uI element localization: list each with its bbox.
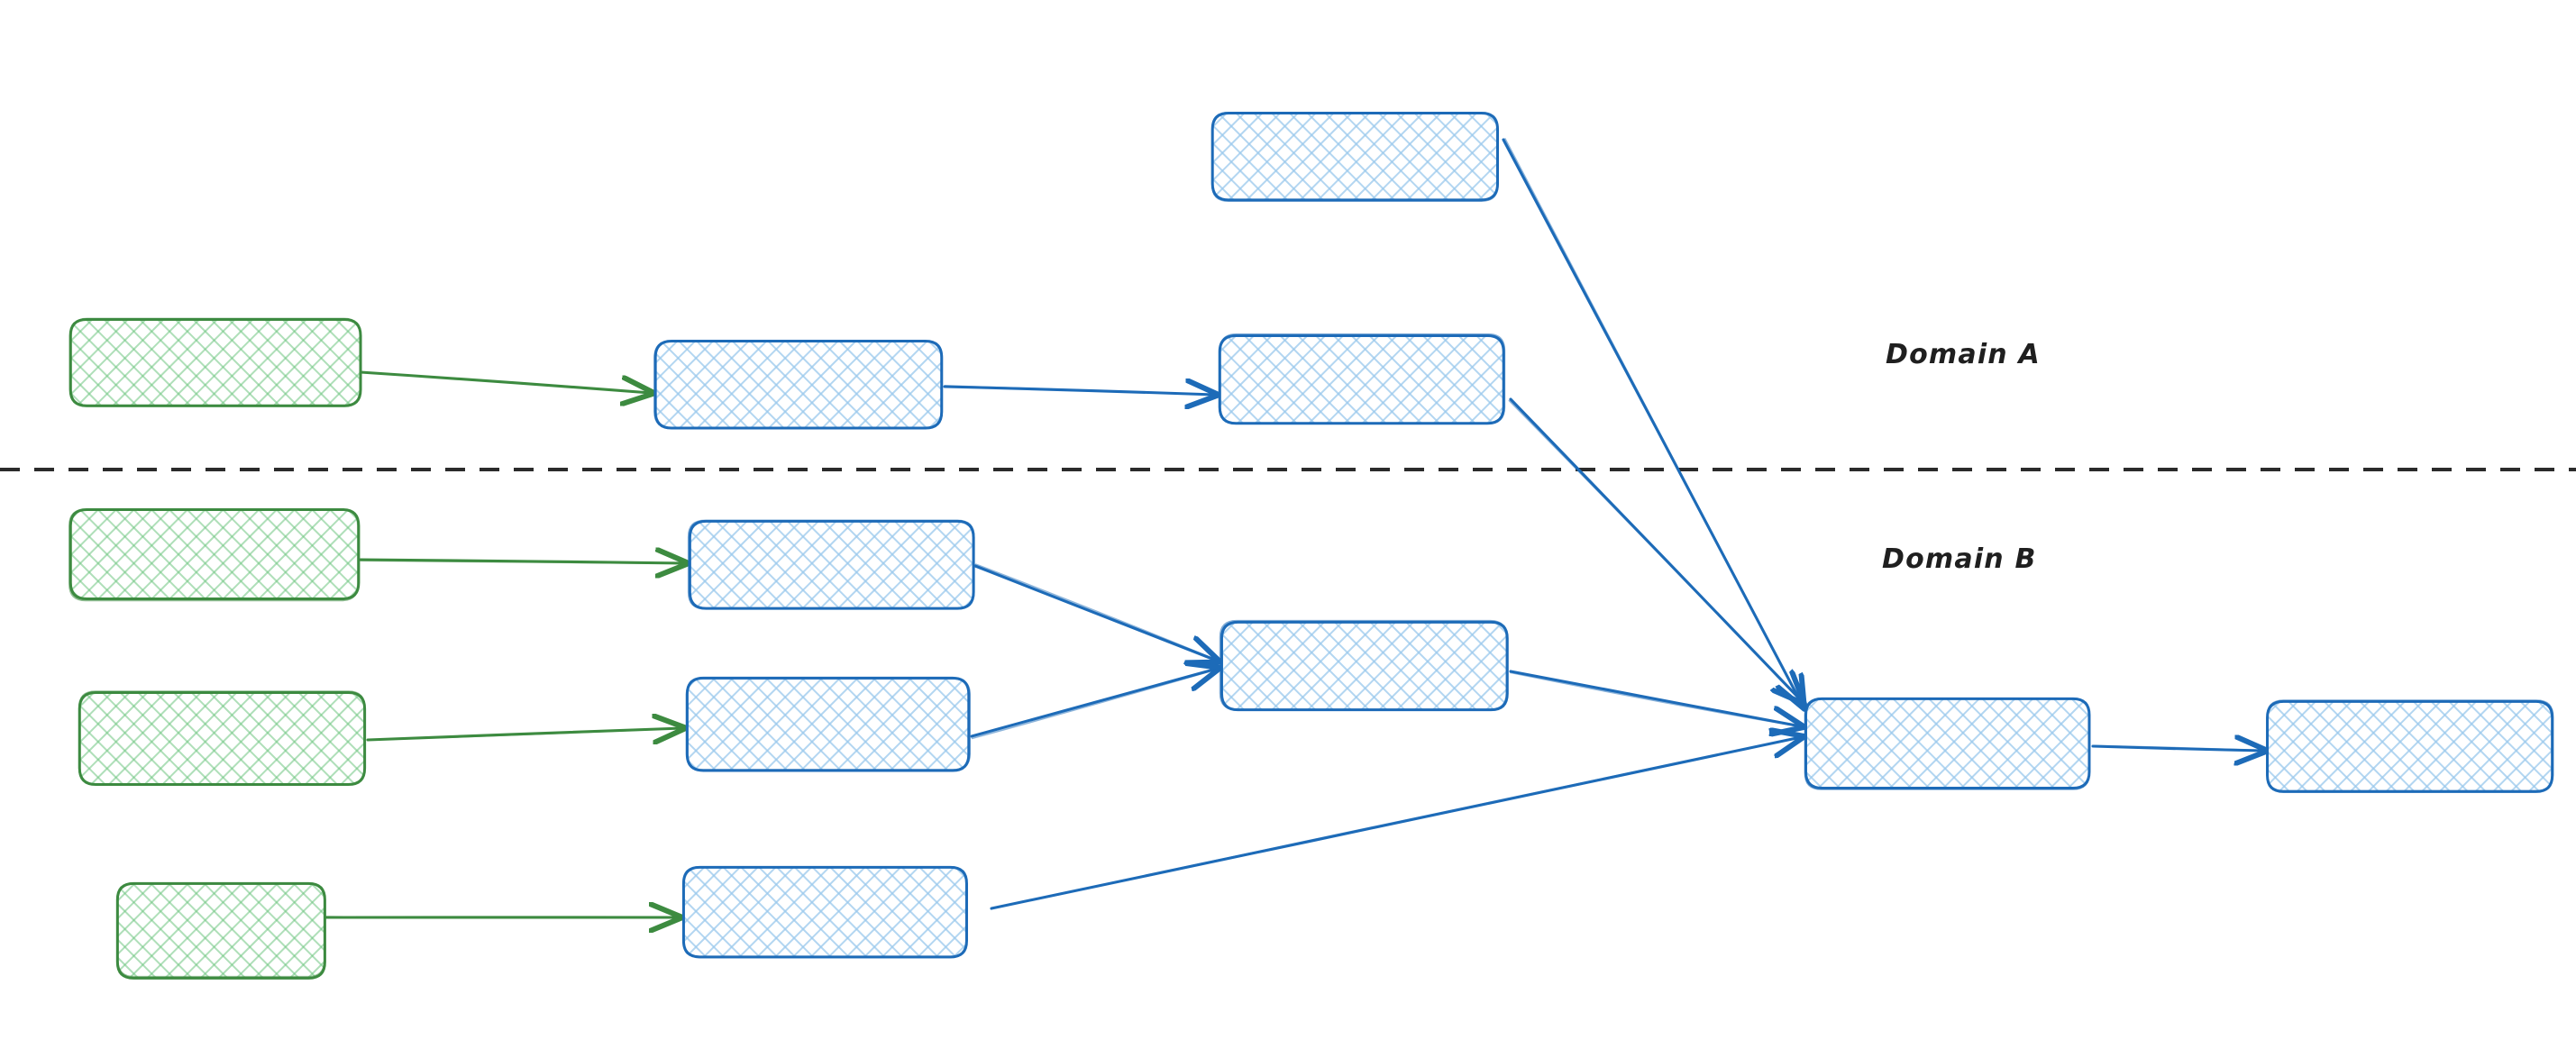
edge-e5 <box>359 560 686 565</box>
node-outline <box>1210 111 1499 202</box>
node-fill <box>1220 622 1507 710</box>
node-outline <box>116 882 326 978</box>
node-outline <box>685 678 972 771</box>
node-outline <box>1219 333 1506 424</box>
node-n-a-mid-1[interactable] <box>653 340 944 430</box>
edge-line-echo <box>360 560 686 565</box>
node-fill <box>1804 698 2090 789</box>
edge-line-echo <box>360 371 652 394</box>
node-outline <box>682 865 967 959</box>
edge-e1 <box>359 370 652 394</box>
node-n-b-hub[interactable] <box>1804 697 2091 790</box>
node-n-a-src-1[interactable] <box>69 317 362 407</box>
node-n-b-src-1[interactable] <box>69 507 361 602</box>
node-n-b-mid-1[interactable] <box>687 519 975 610</box>
edge-e6 <box>366 727 683 741</box>
edge-line-echo <box>974 563 1219 661</box>
domain-a-label: Domain A <box>1886 339 2041 370</box>
node-outline <box>69 508 360 602</box>
node-fill <box>682 867 968 957</box>
node-n-a-mid-2[interactable] <box>1218 333 1506 425</box>
edge-line <box>1509 670 1801 726</box>
domain-b-label: Domain B <box>1882 543 2037 575</box>
node-fill <box>116 882 324 979</box>
node-fill <box>654 341 942 429</box>
edge-e4 <box>1508 397 1803 703</box>
edge-line-echo <box>325 916 680 919</box>
edge-e3 <box>1502 138 1804 707</box>
node-fill <box>2266 701 2553 791</box>
node-outline <box>2266 699 2554 792</box>
node-fill <box>69 319 361 406</box>
node-n-a-top-1[interactable] <box>1210 111 1500 202</box>
edge-e11 <box>990 736 1802 910</box>
node-outline <box>69 317 361 407</box>
edge-line-echo <box>991 736 1802 910</box>
node-fill <box>78 691 366 785</box>
node-outline <box>1219 619 1508 711</box>
edge-e9 <box>970 668 1218 740</box>
node-fill <box>686 678 970 771</box>
edge-line <box>973 564 1217 661</box>
node-n-b-mid-3[interactable] <box>681 865 968 959</box>
edges-group <box>324 138 2265 919</box>
edge-e12 <box>2091 744 2265 752</box>
node-n-b-src-2[interactable] <box>78 690 367 786</box>
node-outline <box>653 341 944 429</box>
edge-e7 <box>324 916 680 919</box>
node-n-b-out[interactable] <box>2266 699 2554 793</box>
edge-line-echo <box>1508 399 1803 703</box>
node-fill <box>1211 113 1498 201</box>
edge-line-echo <box>1504 138 1804 707</box>
node-outline <box>1804 698 2090 790</box>
node-n-b-join-1[interactable] <box>1219 619 1509 712</box>
node-n-b-mid-2[interactable] <box>685 676 972 772</box>
edge-line-echo <box>944 385 1216 396</box>
node-fill <box>1219 334 1503 424</box>
node-fill <box>69 508 359 600</box>
node-n-b-src-3[interactable] <box>115 881 326 980</box>
edge-e10 <box>1509 670 1802 728</box>
edge-e8 <box>973 563 1219 661</box>
node-outline <box>78 690 366 786</box>
node-fill <box>689 520 973 608</box>
edge-line-echo <box>2092 744 2265 752</box>
edge-line <box>970 669 1217 738</box>
edge-line-echo <box>971 668 1218 740</box>
edge-e2 <box>943 385 1216 396</box>
edge-line-echo <box>1509 671 1802 728</box>
node-outline <box>687 519 975 610</box>
nodes-group <box>69 111 2554 980</box>
edge-line-echo <box>367 727 683 741</box>
